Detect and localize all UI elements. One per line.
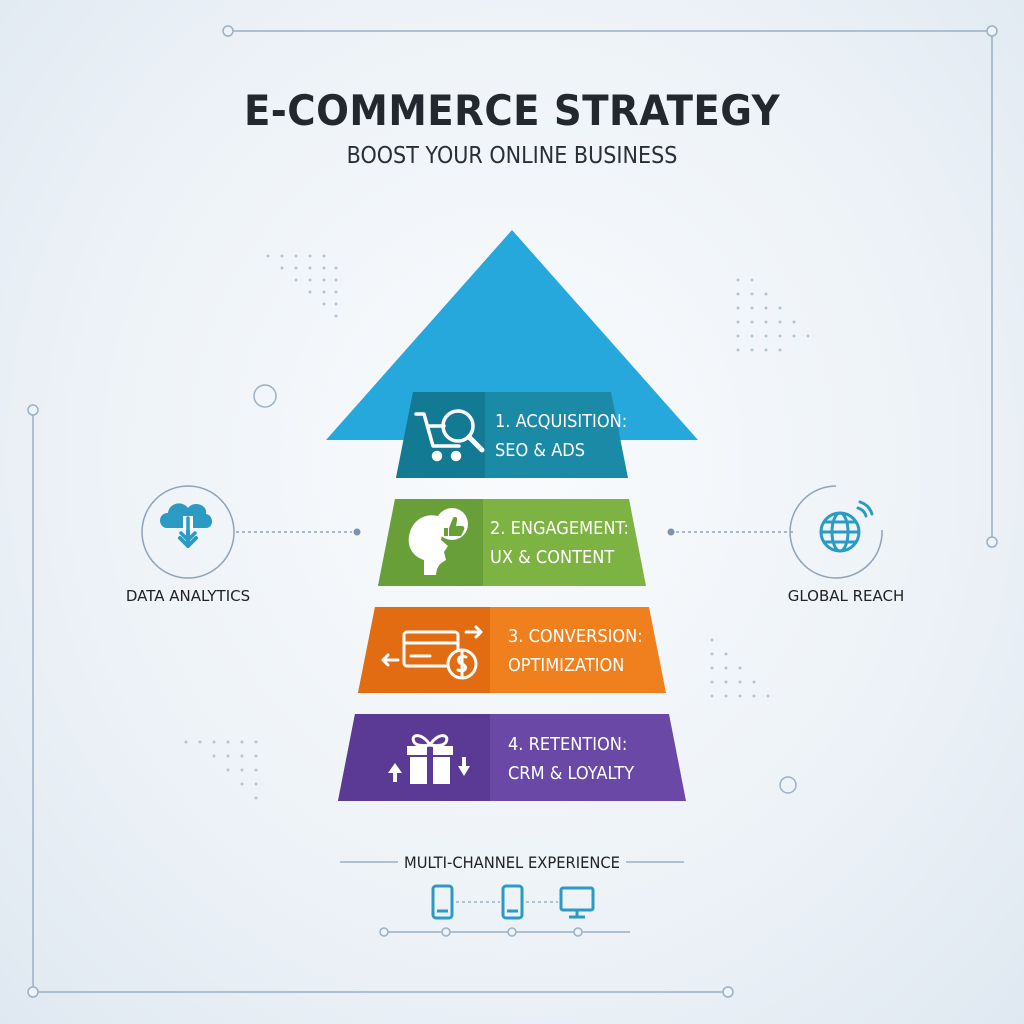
globe-icon xyxy=(819,500,874,553)
gift-icon xyxy=(388,734,470,784)
page-title: E-COMMERCE STRATEGY xyxy=(243,86,781,135)
arrow-head xyxy=(326,230,698,440)
desktop-icon xyxy=(559,886,595,919)
multichannel-lines xyxy=(340,861,684,937)
tier-engagement-subtitle: UX & CONTENT xyxy=(490,547,615,568)
dot-grid-mid-right xyxy=(710,638,770,698)
page-subtitle: BOOST YOUR ONLINE BUSINESS xyxy=(346,143,678,169)
cloud-download-icon xyxy=(160,503,212,548)
frame-lines xyxy=(27,25,998,998)
tier-retention-text: 4. RETENTION: CRM & LOYALTY xyxy=(508,730,634,788)
cart-search-icon xyxy=(414,409,485,462)
tier-conversion-subtitle: OPTIMIZATION xyxy=(508,655,625,676)
head-thumbs-up-icon xyxy=(408,508,468,575)
tier-engagement-title: 2. ENGAGEMENT: xyxy=(490,518,630,539)
tier-conversion xyxy=(358,607,666,693)
phone-icon xyxy=(431,884,454,920)
tier-acquisition-text: 1. ACQUISITION: SEO & ADS xyxy=(495,407,627,465)
tier-retention xyxy=(338,714,686,801)
tier-conversion-text: 3. CONVERSION: OPTIMIZATION xyxy=(508,622,643,680)
dot-grid-top-left xyxy=(266,254,338,318)
data-analytics-badge xyxy=(141,485,235,579)
data-analytics-label: DATA ANALYTICS xyxy=(125,587,251,605)
tier-acquisition-title: 1. ACQUISITION: xyxy=(495,411,628,432)
phone-icon xyxy=(501,884,524,920)
tier-retention-title: 4. RETENTION: xyxy=(508,734,628,755)
global-reach-label: GLOBAL REACH xyxy=(787,587,905,605)
tier-acquisition-subtitle: SEO & ADS xyxy=(495,440,586,461)
global-reach-badge xyxy=(789,485,883,579)
payment-card-icon xyxy=(381,625,483,680)
tier-conversion-icon-panel xyxy=(358,607,490,693)
multichannel-label: MULTI-CHANNEL EXPERIENCE xyxy=(404,853,620,872)
tier-engagement xyxy=(378,499,646,586)
connector-dot-left xyxy=(353,528,361,536)
dot-grid-top-right xyxy=(736,278,810,352)
connector-dot-right xyxy=(667,528,675,536)
tier-acquisition xyxy=(396,392,628,478)
tier-retention-subtitle: CRM & LOYALTY xyxy=(508,763,635,784)
tier-conversion-title: 3. CONVERSION: xyxy=(508,626,643,647)
dot-grid-bottom-left xyxy=(184,740,258,800)
tier-engagement-text: 2. ENGAGEMENT: UX & CONTENT xyxy=(490,514,629,572)
